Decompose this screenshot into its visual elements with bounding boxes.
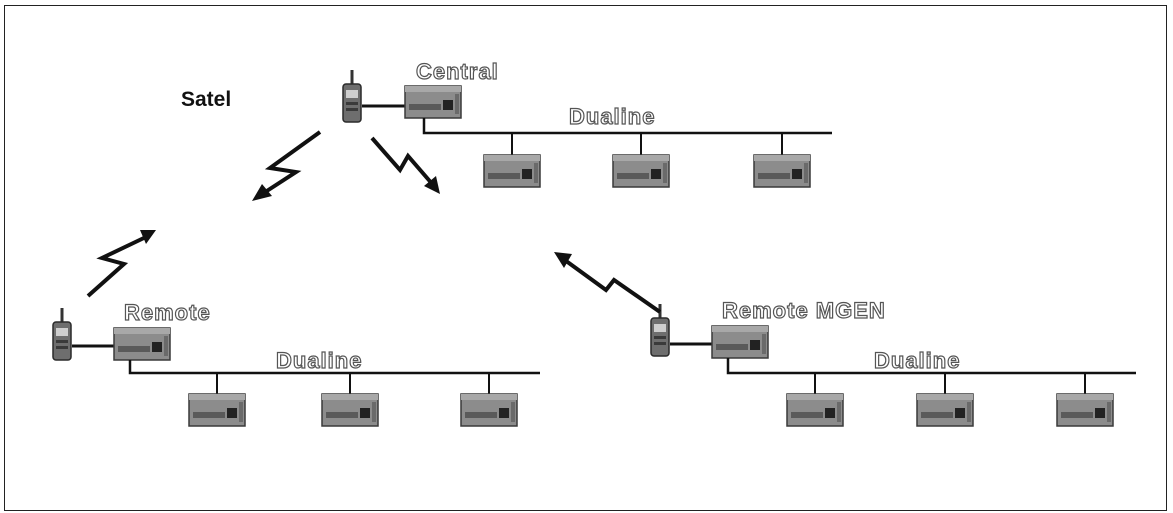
controller-unit-icon [113, 327, 171, 361]
remote-label: Remote [124, 300, 211, 325]
controller-unit-icon [188, 393, 246, 427]
radio-modem-icon [52, 307, 72, 361]
controller-unit-icon [1056, 393, 1114, 427]
diagram-frame [4, 5, 1167, 511]
controller-unit-icon [404, 85, 462, 119]
radio-link-arrow-icon [554, 252, 662, 314]
controller-unit-icon [612, 154, 670, 188]
dualine-label: Dualine [276, 348, 362, 373]
controller-unit-icon [753, 154, 811, 188]
central-site: Central Dualine [342, 58, 832, 188]
diagram-title: Satel [181, 88, 231, 111]
remote-site: Remote Dualine [52, 299, 540, 427]
controller-unit-icon [711, 325, 769, 359]
controller-unit-icon [460, 393, 518, 427]
dualine-label: Dualine [569, 104, 655, 129]
remote-mgen-label: Remote MGEN [722, 298, 886, 323]
dualine-bus [422, 118, 832, 135]
radio-link-arrow-icon [370, 136, 440, 194]
controller-unit-icon [321, 393, 379, 427]
radio-link-arrow-icon [252, 130, 322, 201]
dualine-bus [128, 360, 540, 375]
controller-unit-icon [916, 393, 974, 427]
central-label: Central [416, 59, 499, 84]
remote-mgen-site: Remote MGEN Dualine [650, 297, 1136, 427]
controller-unit-icon [483, 154, 541, 188]
radio-link-arrow-icon [86, 230, 156, 298]
dualine-label: Dualine [874, 348, 960, 373]
radio-modem-icon [342, 69, 362, 123]
controller-unit-icon [786, 393, 844, 427]
dualine-bus [726, 358, 1136, 375]
